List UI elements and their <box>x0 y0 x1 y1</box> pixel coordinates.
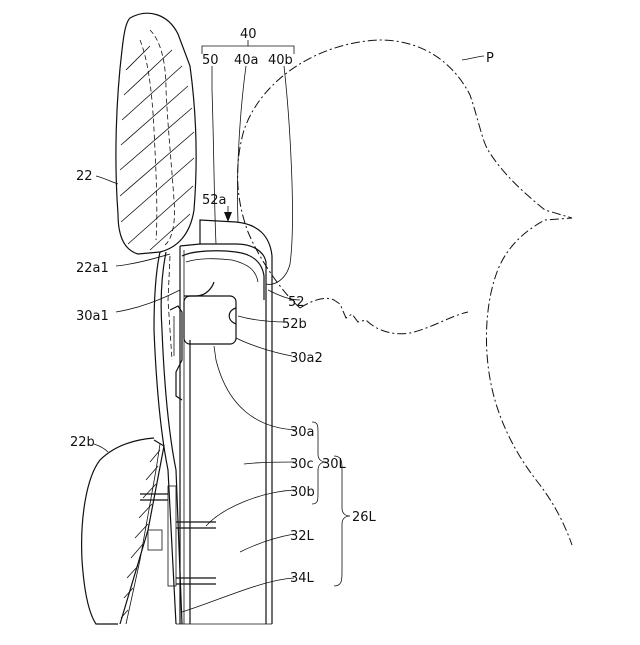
label-26L: 26L <box>352 510 377 525</box>
arrow-52a <box>224 212 232 222</box>
label-40: 40 <box>240 27 257 42</box>
label-22: 22 <box>76 169 93 184</box>
pad-52-inner <box>186 259 258 282</box>
label-22a1: 22a1 <box>76 261 109 276</box>
label-30c: 30c <box>290 457 314 472</box>
label-52: 52 <box>288 295 305 310</box>
brace-26L <box>334 456 350 586</box>
pad-52 <box>182 251 264 300</box>
lower-shell-22b-hatching <box>121 450 160 618</box>
label-52a: 52a <box>202 193 227 208</box>
label-32L: 32L <box>290 529 315 544</box>
label-52b: 52b <box>282 317 307 332</box>
profile-p-chin <box>300 298 468 333</box>
label-p: P <box>486 51 494 66</box>
lower-shell-22b <box>82 438 154 624</box>
block-30a <box>184 296 236 344</box>
label-30L: 30L <box>322 457 347 472</box>
label-22b: 22b <box>70 435 95 450</box>
lower-shell-22b-inner-2 <box>126 444 160 624</box>
shell-22a1-dashed <box>168 256 172 360</box>
label-40a: 40a <box>234 53 259 68</box>
label-30a2: 30a2 <box>290 351 323 366</box>
label-30a: 30a <box>290 425 315 440</box>
label-30b: 30b <box>290 485 315 500</box>
label-40b: 40b <box>268 53 293 68</box>
shell-22a1 <box>154 252 176 624</box>
block-30a1-cut <box>184 282 214 296</box>
dimension-bracket-40 <box>202 40 294 54</box>
label-50: 50 <box>202 53 219 68</box>
profile-p-outline <box>238 40 572 545</box>
leader-lines <box>94 56 484 612</box>
visor-22-outline <box>116 13 196 254</box>
lower-shell-22b-inner <box>120 440 164 624</box>
block-52b-notch <box>229 308 236 324</box>
label-34L: 34L <box>290 571 315 586</box>
label-30a1: 30a1 <box>76 309 109 324</box>
